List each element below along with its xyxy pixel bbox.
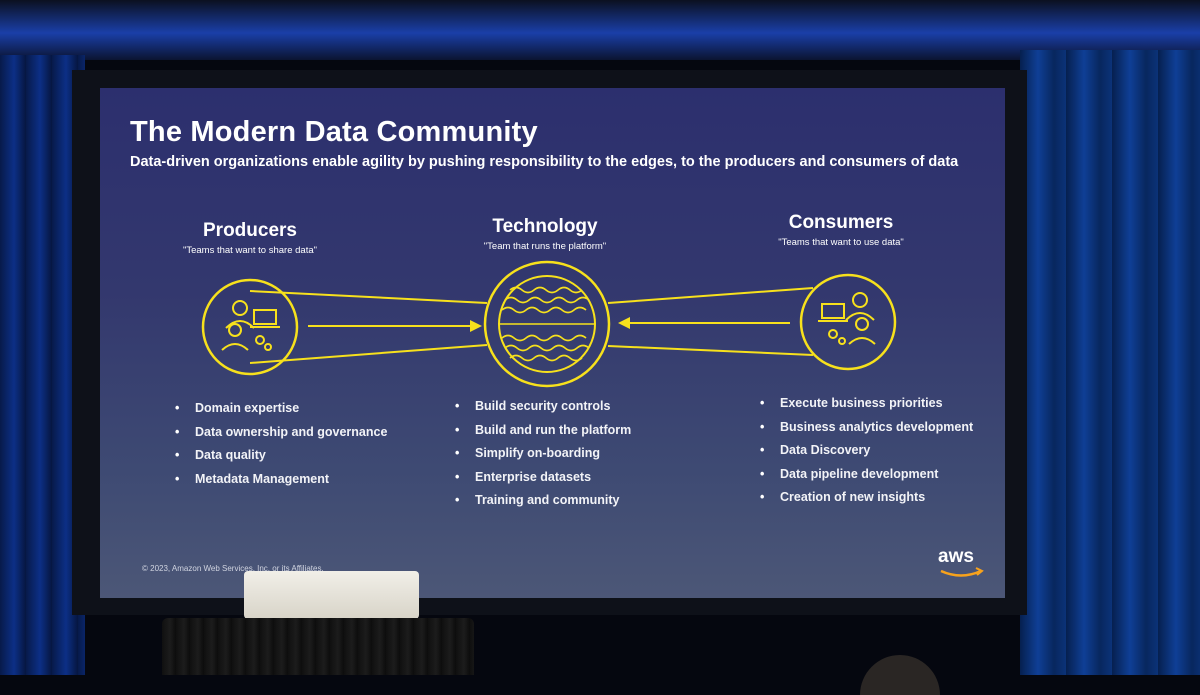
- consumer-bottom-line: [607, 345, 814, 356]
- data-lake-waves-icon: [499, 286, 595, 362]
- copyright-notice: © 2023, Amazon Web Services, Inc. or its…: [142, 564, 324, 573]
- technology-circle: [483, 260, 611, 388]
- projector: [244, 571, 419, 619]
- list-item: Simplify on-boarding: [455, 446, 631, 470]
- consumer-top-line: [607, 287, 814, 304]
- producer-bottom-line: [249, 344, 488, 364]
- producers-heading: Producers: [203, 220, 297, 241]
- people-laptop-icon: [818, 292, 876, 345]
- connector-lines: [249, 287, 814, 364]
- aws-logo-text: aws: [938, 546, 974, 567]
- arrow-left-icon: [618, 317, 630, 329]
- list-item: Creation of new insights: [760, 490, 973, 514]
- list-item: Enterprise datasets: [455, 470, 631, 494]
- list-item: Metadata Management: [175, 472, 387, 496]
- list-item: Build security controls: [455, 399, 631, 423]
- curtain-right: [1020, 50, 1200, 675]
- producers-quote: "Teams that want to share data": [182, 245, 317, 256]
- ceiling-light-strip: [0, 0, 1200, 60]
- arrow-right-icon: [470, 320, 482, 332]
- technology-heading: Technology: [492, 216, 598, 237]
- consumers-quote: "Teams that want to use data": [778, 237, 904, 248]
- producers-bullet-list: Domain expertise Data ownership and gove…: [175, 401, 387, 495]
- list-item: Data ownership and governance: [175, 425, 387, 449]
- curtain-left: [0, 55, 85, 675]
- list-item: Training and community: [455, 493, 631, 517]
- table: [162, 618, 474, 675]
- producers-circle: [201, 278, 299, 376]
- technology-quote: "Team that runs the platform": [483, 241, 607, 252]
- consumers-heading: Consumers: [788, 212, 894, 233]
- consumers-bullet-list: Execute business priorities Business ana…: [760, 396, 973, 514]
- list-item: Business analytics development: [760, 420, 973, 444]
- slide-subtitle: Data-driven organizations enable agility…: [130, 154, 959, 170]
- list-item: Domain expertise: [175, 401, 387, 425]
- audience-member-head: [860, 655, 940, 695]
- producer-top-line: [249, 290, 488, 304]
- community-diagram: [201, 260, 897, 388]
- list-item: Build and run the platform: [455, 423, 631, 447]
- slide-title: The Modern Data Community: [130, 116, 538, 148]
- list-item: Data Discovery: [760, 443, 973, 467]
- aws-smile-icon: [940, 567, 984, 577]
- people-laptop-icon: [221, 300, 280, 351]
- aws-logo: aws: [938, 546, 986, 580]
- list-item: Execute business priorities: [760, 396, 973, 420]
- list-item: Data pipeline development: [760, 467, 973, 491]
- consumers-circle: [799, 273, 897, 371]
- technology-bullet-list: Build security controls Build and run th…: [455, 399, 631, 517]
- list-item: Data quality: [175, 448, 387, 472]
- presentation-slide: The Modern Data Community Data-driven or…: [100, 88, 1005, 598]
